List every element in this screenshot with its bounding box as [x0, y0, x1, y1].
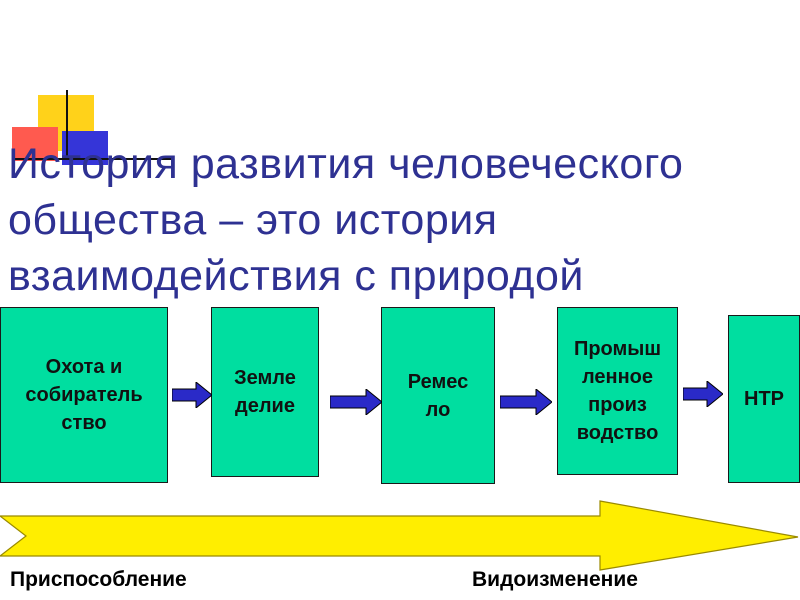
big-yellow-arrow-icon [0, 500, 799, 571]
stage-agriculture: Земле делие [211, 307, 319, 477]
stage-ntr: НТР [728, 315, 800, 483]
decor-horizontal-line [12, 158, 172, 160]
flow-arrow-icon-3 [500, 389, 552, 415]
slide-title: История развития человеческого общества … [8, 136, 798, 304]
stage-industrial-production: Промыш ленное произ водство [557, 307, 678, 475]
decor-red-square [12, 127, 58, 161]
title-line-1: История развития человеческого [8, 140, 684, 188]
flow-arrow-icon-2 [330, 389, 382, 415]
label-transformation: Видоизменение [472, 568, 638, 591]
title-line-3: взаимодействия с природой [8, 252, 584, 300]
flow-arrow-icon-1 [172, 382, 212, 408]
decor-vertical-line [66, 90, 68, 160]
title-line-2: общества – это история [8, 196, 498, 244]
stage-hunting-gathering: Охота и собиратель ство [0, 307, 168, 483]
flow-arrow-icon-4 [683, 381, 723, 407]
stage-craft: Ремес ло [381, 307, 495, 484]
label-adaptation: Приспособление [10, 568, 187, 591]
